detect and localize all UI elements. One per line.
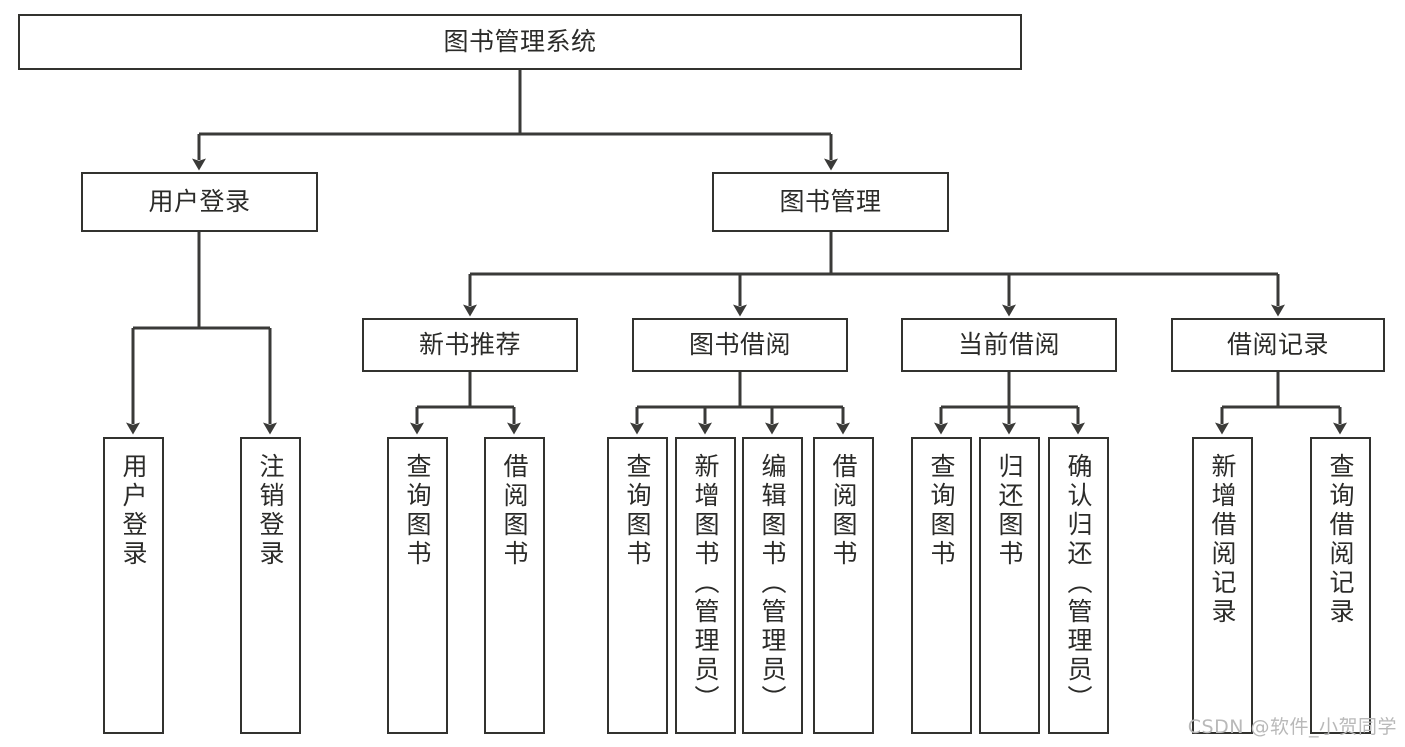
- node-leaf-logout-login[interactable]: 注销登录: [240, 437, 301, 734]
- node-leaf-query-book-2-label: 查询图书: [623, 453, 652, 569]
- node-user-login[interactable]: 用户登录: [81, 172, 318, 232]
- node-leaf-edit-book[interactable]: 编辑图书（管理员）: [742, 437, 803, 734]
- node-book-borrow-label: 图书借阅: [688, 330, 791, 359]
- node-leaf-query-record[interactable]: 查询借阅记录: [1310, 437, 1371, 734]
- node-book-manage[interactable]: 图书管理: [712, 172, 949, 232]
- watermark: CSDN @软件_小贺同学: [1187, 716, 1397, 738]
- node-leaf-return-book[interactable]: 归还图书: [979, 437, 1040, 734]
- node-leaf-query-book-1-label: 查询图书: [403, 453, 432, 569]
- node-leaf-add-record[interactable]: 新增借阅记录: [1192, 437, 1253, 734]
- node-leaf-query-record-label: 查询借阅记录: [1326, 453, 1355, 627]
- node-borrow-record[interactable]: 借阅记录: [1171, 318, 1385, 372]
- node-leaf-confirm-return[interactable]: 确认归还（管理员）: [1048, 437, 1109, 734]
- node-leaf-query-book-3[interactable]: 查询图书: [911, 437, 972, 734]
- node-root-system[interactable]: 图书管理系统: [18, 14, 1022, 70]
- node-leaf-confirm-return-label: 确认归还（管理员）: [1064, 453, 1093, 714]
- node-leaf-return-book-label: 归还图书: [995, 453, 1024, 569]
- node-leaf-borrow-book-2-label: 借阅图书: [829, 453, 858, 569]
- node-book-manage-label: 图书管理: [779, 187, 882, 216]
- node-book-borrow[interactable]: 图书借阅: [632, 318, 848, 372]
- node-new-book-recommend[interactable]: 新书推荐: [362, 318, 578, 372]
- node-leaf-add-record-label: 新增借阅记录: [1208, 453, 1237, 627]
- node-borrow-record-label: 借阅记录: [1226, 330, 1329, 359]
- node-leaf-borrow-book-1[interactable]: 借阅图书: [484, 437, 545, 734]
- node-new-book-recommend-label: 新书推荐: [418, 330, 521, 359]
- node-current-borrow-label: 当前借阅: [957, 330, 1060, 359]
- node-leaf-add-book-label: 新增图书（管理员）: [691, 453, 720, 714]
- node-root-system-label: 图书管理系统: [443, 27, 597, 56]
- node-leaf-query-book-3-label: 查询图书: [927, 453, 956, 569]
- node-leaf-query-book-2[interactable]: 查询图书: [607, 437, 668, 734]
- node-leaf-add-book[interactable]: 新增图书（管理员）: [675, 437, 736, 734]
- node-leaf-logout-login-label: 注销登录: [256, 453, 285, 569]
- node-leaf-borrow-book-1-label: 借阅图书: [500, 453, 529, 569]
- node-leaf-borrow-book-2[interactable]: 借阅图书: [813, 437, 874, 734]
- node-current-borrow[interactable]: 当前借阅: [901, 318, 1117, 372]
- node-leaf-user-login-label: 用户登录: [119, 453, 148, 569]
- node-leaf-edit-book-label: 编辑图书（管理员）: [758, 453, 787, 714]
- node-leaf-query-book-1[interactable]: 查询图书: [387, 437, 448, 734]
- node-leaf-user-login[interactable]: 用户登录: [103, 437, 164, 734]
- node-user-login-label: 用户登录: [148, 187, 251, 216]
